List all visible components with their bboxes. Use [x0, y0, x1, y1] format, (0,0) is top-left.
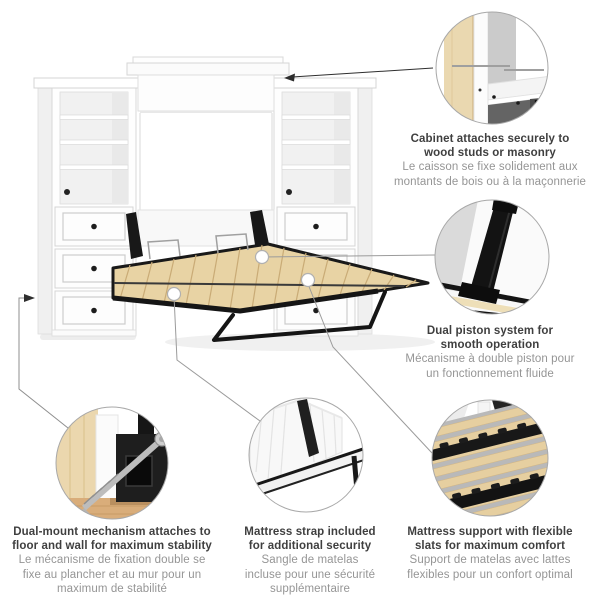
callout-dots [166, 249, 316, 302]
callout-text-slats: Mattress support with flexible slats for… [380, 525, 600, 582]
callout-title-line: Mattress support with flexible [407, 526, 573, 538]
crown-molding-bridge [126, 56, 290, 210]
callout-title-line: floor and wall for maximum stability [12, 540, 212, 553]
callout-text-mount: Dual-mount mechanism attaches to floor a… [0, 525, 224, 596]
callout-subtitle-line: Sangle de matelas [261, 554, 359, 567]
callout-subtitle-line: un fonctionnement fluide [426, 367, 554, 380]
callout-title-line: wood studs or masonry [424, 147, 556, 160]
callout-circle-strap [248, 397, 364, 513]
callout-title-line: slats for maximum comfort [414, 540, 566, 553]
callout-line-strap [173, 295, 261, 422]
callout-dot-slats [300, 272, 316, 288]
bed-leg-bar [212, 290, 387, 342]
callout-circle-cabinet [435, 11, 549, 125]
callout-dot-strap [166, 286, 182, 302]
callout-subtitle-line: Le caisson se fixe solidement aux [402, 161, 578, 174]
callout-subtitle-line: Le mécanisme de fixation double se [18, 554, 206, 567]
callout-title-line: Dual piston system for [426, 325, 554, 337]
callout-subtitle-line: montants de bois ou à la maçonnerie [393, 175, 587, 188]
callout-text-piston: Dual piston system for smooth operation … [380, 324, 600, 381]
callout-lines [18, 67, 436, 454]
left-shelving-tower [33, 77, 141, 337]
callout-subtitle-line: maximum de stabilité [56, 582, 167, 595]
center-support-rail [113, 282, 405, 287]
callout-subtitle-line: supplémentaire [269, 582, 351, 595]
callout-circle-slats [431, 399, 549, 517]
callout-title-line: for additional security [248, 540, 372, 553]
callout-circle-piston [434, 199, 550, 315]
grommet-hole-icon [64, 189, 70, 195]
callout-dot-piston [254, 249, 270, 265]
callout-title-line: Mattress strap included [244, 526, 376, 538]
wire-brackets [147, 233, 249, 260]
callout-title-line: Cabinet attaches securely to [410, 133, 570, 145]
callout-subtitle-line: Mécanisme à double piston pour [405, 353, 575, 366]
callout-subtitle-line: flexibles pour un confort optimal [407, 568, 573, 581]
callout-line-mount [18, 294, 69, 429]
callout-line-slats [307, 283, 433, 454]
bed-frame-and-slats [111, 233, 430, 342]
callout-subtitle-line: incluse pour une sécurité [244, 568, 376, 581]
arrowhead-icon [24, 294, 35, 302]
callout-line-piston [261, 254, 436, 258]
main-product-image [33, 56, 435, 351]
slat-grid [432, 400, 548, 516]
grommet-hole-icon [286, 189, 292, 195]
callout-circle-mount [55, 406, 169, 520]
callout-subtitle-line: fixe au plancher et au mur pour un [22, 568, 202, 581]
callout-title-line: Dual-mount mechanism attaches to [13, 526, 211, 538]
callout-text-cabinet: Cabinet attaches securely to wood studs … [375, 132, 600, 189]
callout-text-strap: Mattress strap included for additional s… [218, 525, 402, 596]
callout-title-line: smooth operation [440, 339, 540, 352]
strap-band [297, 399, 319, 457]
callout-subtitle-line: Support de matelas avec lattes [409, 554, 571, 567]
callout-line-cabinet [284, 67, 434, 82]
arrowhead-icon [284, 73, 295, 82]
